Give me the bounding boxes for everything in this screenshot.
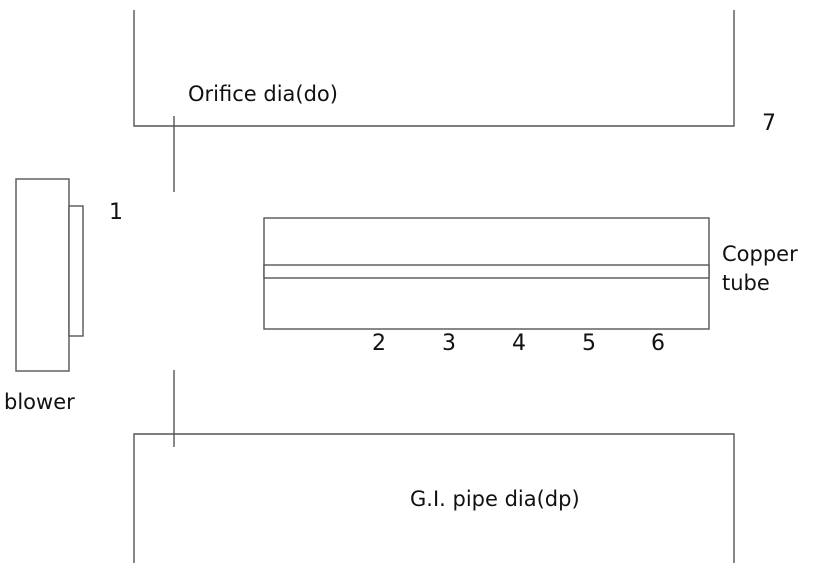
copper-label-line2: tube bbox=[722, 271, 770, 295]
blower-label: blower bbox=[4, 390, 75, 414]
copper-label-line1: Copper bbox=[722, 242, 798, 266]
point-5-label: 5 bbox=[582, 331, 596, 356]
blower-body bbox=[15, 178, 70, 372]
point-3-label: 3 bbox=[442, 331, 456, 356]
gi-pipe-bottom-wall bbox=[133, 433, 735, 563]
point-6-label: 6 bbox=[651, 331, 665, 356]
copper-tube bbox=[263, 264, 710, 279]
point-7-label: 7 bbox=[762, 111, 776, 136]
point-4-label: 4 bbox=[512, 331, 526, 356]
point-2-label: 2 bbox=[372, 331, 386, 356]
point-1-label: 1 bbox=[109, 200, 123, 225]
gi-pipe-top-wall bbox=[133, 10, 735, 127]
orifice-label: Orifice dia(do) bbox=[188, 82, 338, 106]
gi-pipe-label: G.I. pipe dia(dp) bbox=[410, 487, 580, 511]
blower-outlet bbox=[68, 205, 84, 337]
